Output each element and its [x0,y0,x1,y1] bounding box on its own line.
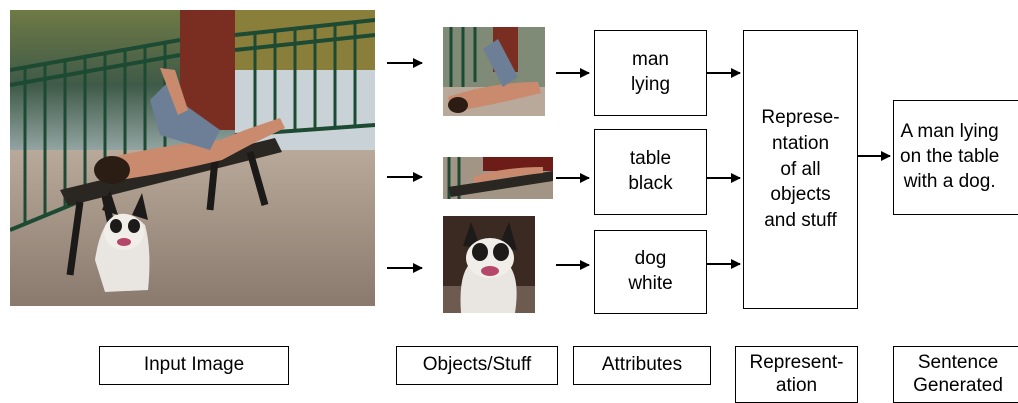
attribute-box-table: table black [594,129,707,215]
input-photo-illustration [10,10,375,306]
caption-objects-stuff: Objects/Stuff [396,346,558,385]
caption-attributes: Attributes [573,346,711,385]
representation-box: Represe- ntation of all objects and stuf… [743,30,858,309]
caption-input-image: Input Image [99,346,289,385]
caption-sentence-generated: Sentence Generated [893,346,1018,403]
input-image [10,10,375,306]
man-crop-illustration [443,27,545,116]
dog-crop-illustration [443,216,535,313]
object-crop-dog [443,216,535,313]
sentence-box: A man lying on the table with a dog. [893,100,1018,215]
object-crop-table [443,157,553,199]
attribute-box-man: man lying [594,30,707,116]
object-crop-man [443,27,545,116]
attribute-box-dog: dog white [594,230,707,314]
table-crop-illustration [443,157,553,199]
caption-representation: Represent- ation [735,346,858,403]
